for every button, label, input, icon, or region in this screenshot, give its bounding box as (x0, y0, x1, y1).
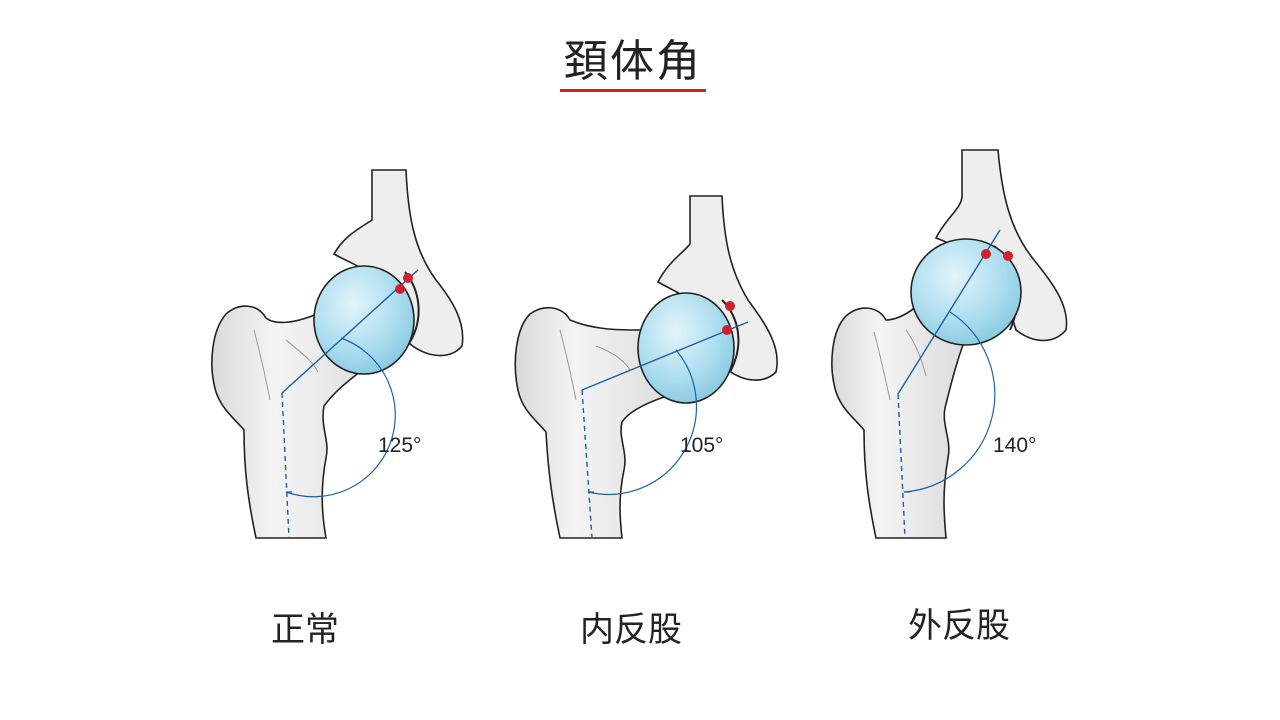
marker-dot (981, 249, 991, 259)
caption-coxa-vara: 内反股 (580, 610, 682, 650)
caption-normal: 正常 (271, 610, 339, 650)
shaft-axis-coxa-valga (897, 393, 906, 539)
angle-label-coxa-valga: 140° (993, 434, 1036, 457)
marker-dot (403, 273, 413, 283)
shaft-axis-coxa-vara (581, 389, 593, 539)
marker-dot (1003, 251, 1013, 261)
femur-normal: 125° (211, 169, 464, 539)
caption-coxa-valga: 外反股 (908, 606, 1010, 646)
femoral-head-coxa-valga (910, 238, 1022, 346)
marker-dot (725, 301, 735, 311)
femur-shaft-coxa-valga (831, 294, 969, 539)
femoral-head-normal (313, 265, 415, 375)
femur-coxa-valga: 140° (831, 149, 1068, 539)
marker-dot (722, 325, 732, 335)
shaft-axis-normal (281, 392, 290, 539)
femur-shaft-coxa-vara (514, 307, 682, 539)
femur-coxa-vara: 105° (514, 195, 778, 539)
angle-arc-normal (285, 337, 396, 498)
page-title: 頚体角 (564, 36, 702, 87)
angle-label-coxa-vara: 105° (680, 434, 723, 457)
pelvis-normal (332, 169, 464, 357)
angle-arc-coxa-vara (587, 349, 698, 495)
title-underline (560, 89, 706, 92)
pelvis-coxa-valga (934, 149, 1068, 342)
angle-arc-coxa-valga (903, 311, 996, 493)
neck-axis-coxa-vara (581, 321, 749, 391)
angle-label-normal: 125° (378, 434, 421, 457)
pelvis-coxa-vara (656, 195, 778, 381)
marker-dot (395, 284, 405, 294)
